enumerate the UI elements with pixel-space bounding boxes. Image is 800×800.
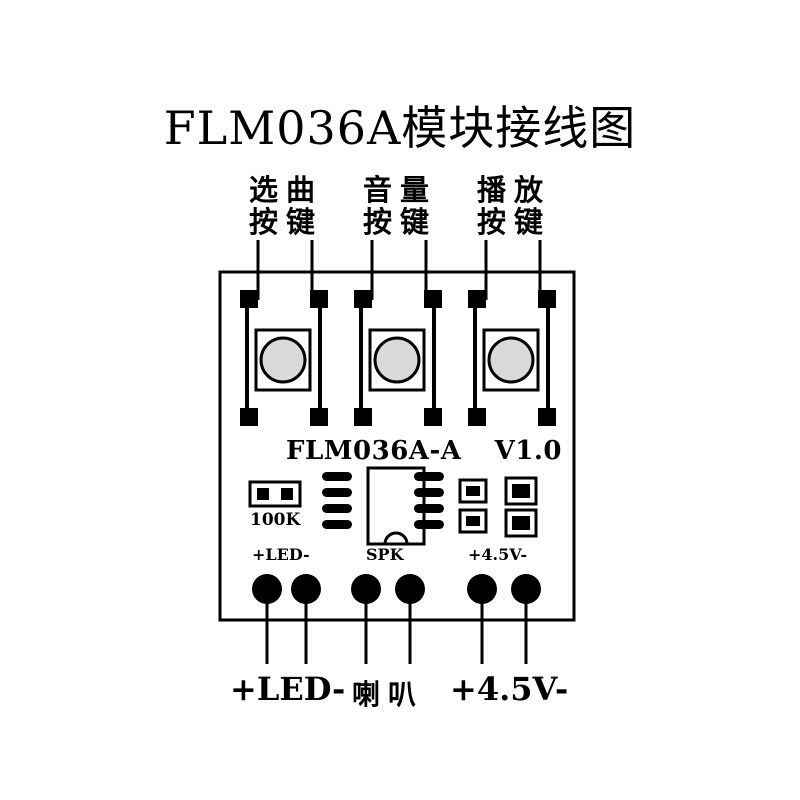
board-model: FLM036A-A: [286, 436, 462, 466]
pcb-outline: [218, 270, 576, 622]
tact-button-play: [468, 290, 556, 426]
wire-label-led: +LED-: [230, 670, 346, 708]
button-wires: [256, 240, 542, 300]
tact-button-volume: [354, 290, 442, 426]
board-version: V1.0: [494, 436, 562, 466]
button-label-track-select: 选曲 按键: [244, 174, 328, 238]
board-model-label: FLM036A-A V1.0: [286, 436, 562, 466]
wire-label-speaker: 喇叭: [352, 678, 425, 711]
diagram-title: FLM036A模块接线图: [163, 101, 637, 155]
pad-label-power: +4.5V-: [468, 545, 528, 564]
button-label-play: 播放 按键: [472, 174, 556, 238]
connection-pads: [252, 574, 541, 604]
button-label-volume-line1: 音量: [362, 173, 437, 207]
output-wires: [265, 600, 528, 664]
button-label-volume: 音量 按键: [358, 174, 442, 238]
button-label-play-line1: 播放: [476, 173, 551, 207]
pad-label-led: +LED-: [252, 545, 310, 564]
wire-label-power: +4.5V-: [450, 670, 569, 708]
button-label-track-select-line1: 选曲: [248, 173, 323, 207]
resistor-value-label: 100K: [250, 510, 301, 530]
button-label-track-select-line2: 按键: [248, 205, 323, 239]
button-label-volume-line2: 按键: [362, 205, 437, 239]
tact-button-track-select: [240, 290, 328, 426]
button-label-play-line2: 按键: [476, 205, 551, 239]
capacitor-footprints: [458, 476, 538, 538]
resistor-footprint: [248, 480, 302, 508]
ic-chip: [322, 466, 444, 546]
pad-label-speaker: SPK: [366, 545, 404, 564]
